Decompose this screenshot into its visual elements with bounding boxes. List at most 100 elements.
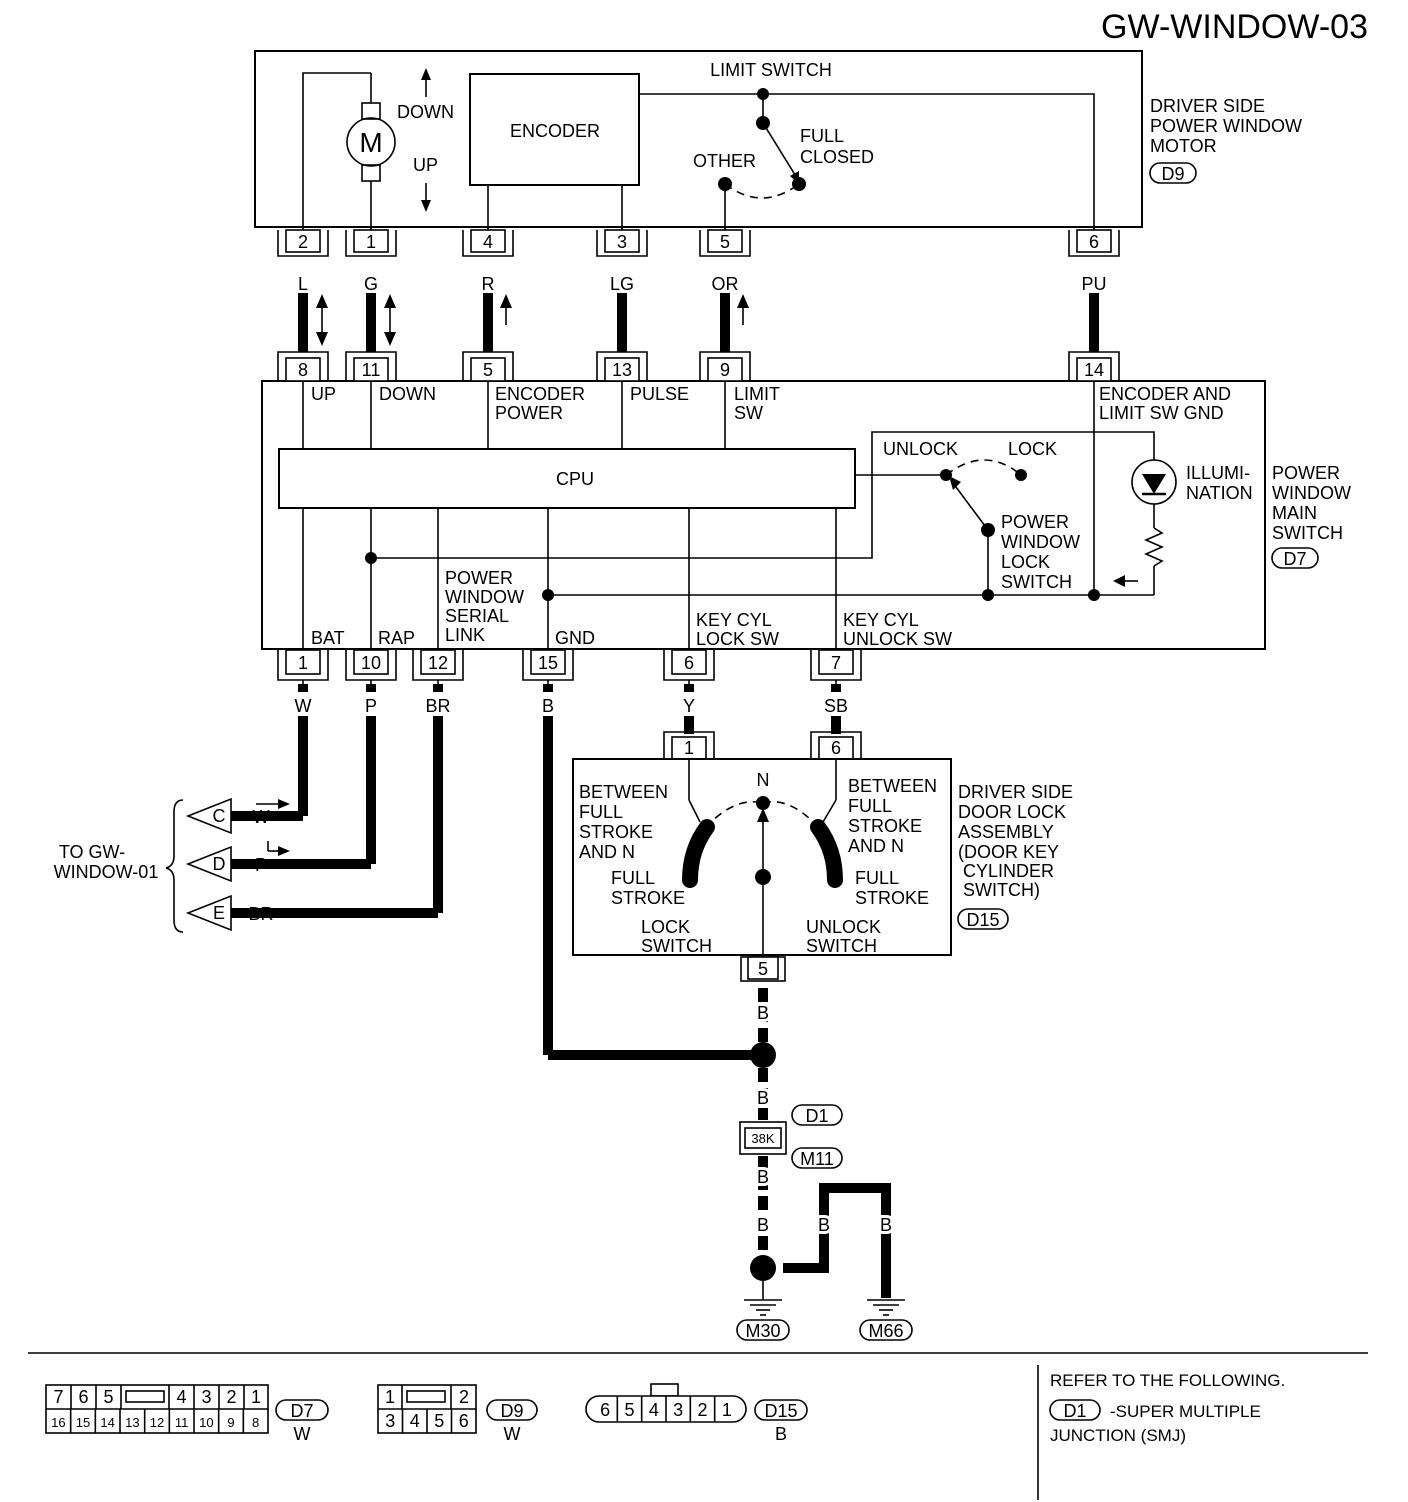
ground-wire-b-1: B (757, 1003, 769, 1023)
motor-up-label: UP (413, 155, 438, 175)
cpu-label: CPU (556, 469, 594, 489)
motor-harness (298, 293, 1099, 352)
connector-letter: C (213, 806, 226, 826)
legend-d7-color: W (294, 1424, 311, 1444)
key-lock-label-1: KEY CYL (696, 610, 772, 630)
door-lock-box (572, 758, 952, 956)
door-name-6: SWITCH) (963, 880, 1040, 900)
limit-sw-label-1: LIMIT (734, 384, 780, 404)
ground-wire-b-4: B (757, 1215, 769, 1235)
legend-d7-pin: 12 (150, 1415, 164, 1430)
legend-d15-pin: 2 (697, 1400, 707, 1420)
motor-wire-color: G (364, 274, 378, 294)
switch-wire-color: Y (683, 696, 695, 716)
between-left-2: FULL (579, 802, 623, 822)
motor-wire-color: L (298, 274, 308, 294)
switch-top-pin: 14 (1084, 360, 1104, 380)
bat-label: BAT (311, 628, 345, 648)
switch-top-pin: 5 (483, 360, 493, 380)
motor-wire-color: LG (610, 274, 634, 294)
encoder-power-label-1: ENCODER (495, 384, 585, 404)
legend-d7-pin: 6 (78, 1387, 88, 1407)
bidirectional-arrow-icon (384, 294, 396, 346)
ground-icon (744, 1299, 782, 1316)
ground-m30: M30 (745, 1321, 780, 1341)
legend-d9-pin: 2 (459, 1387, 469, 1407)
full-stroke-right-1: FULL (855, 868, 899, 888)
ground-wire-b-5: B (818, 1215, 830, 1235)
legend-d7-pin: 11 (175, 1415, 189, 1430)
door-name-5: CYLINDER (963, 861, 1054, 881)
legend-d7-pin: 15 (76, 1415, 90, 1430)
encoder-gnd-label-2: LIMIT SW GND (1099, 403, 1224, 423)
legend-d9-pin: 4 (410, 1411, 420, 1431)
switch-top-pin: 8 (298, 360, 308, 380)
switch-bottom-pin: 1 (298, 653, 308, 673)
refer-label: REFER TO THE FOLLOWING. (1050, 1371, 1285, 1390)
door-code: D15 (966, 910, 999, 930)
switch-top-pin: 9 (720, 360, 730, 380)
legend-d7-pin: 16 (51, 1415, 65, 1430)
motor-pin: 1 (345, 229, 397, 257)
motor-pin-label: 3 (617, 232, 627, 252)
limit-sw-label-2: SW (734, 403, 763, 423)
motor-pin-label: 1 (366, 232, 376, 252)
motor-code-badge (1149, 162, 1197, 184)
ground-m66: M66 (868, 1321, 903, 1341)
door-top-pin: 6 (831, 738, 841, 758)
motor-wire-color: OR (712, 274, 739, 294)
key-lock-label-2: LOCK SW (696, 629, 779, 649)
between-left-3: STROKE (579, 822, 653, 842)
legend-d9-code: D9 (500, 1401, 523, 1421)
door-top-pin: 1 (684, 738, 694, 758)
switch-bottom-pin: 7 (831, 653, 841, 673)
switch-wire-color: P (365, 696, 377, 716)
motor-code: D9 (1161, 164, 1184, 184)
door-code-badge (957, 908, 1009, 930)
legend-d9-color: W (504, 1424, 521, 1444)
pwl-label-4: SWITCH (1001, 572, 1072, 592)
switch-bottom-pin: 15 (538, 653, 558, 673)
gnd-label: GND (555, 628, 595, 648)
unlock-label: UNLOCK (883, 439, 958, 459)
smj-label-2: JUNCTION (SMJ) (1050, 1426, 1186, 1445)
full-stroke-left-2: STROKE (611, 888, 685, 908)
legend-d7-pin: 8 (252, 1415, 259, 1430)
diagram-title: GW-WINDOW-03 (1101, 8, 1368, 46)
legend-d7-pin: 3 (201, 1387, 211, 1407)
smj-code: D1 (1063, 1401, 1086, 1421)
door-name-1: DRIVER SIDE (958, 782, 1073, 802)
motor-pin-label: 6 (1089, 232, 1099, 252)
serial-label-4: LINK (445, 625, 485, 645)
up-arrow-icon (737, 294, 749, 325)
lock-switch-label-2: SWITCH (641, 936, 712, 956)
lock-contact (682, 819, 715, 888)
between-right-2: FULL (848, 796, 892, 816)
legend-d15-pin: 1 (722, 1400, 732, 1420)
between-left-1: BETWEEN (579, 782, 668, 802)
switch-name-1: POWER (1272, 463, 1340, 483)
motor-pin: 4 (462, 229, 514, 257)
switch-top-pin: 13 (612, 360, 632, 380)
resistor-icon (1144, 527, 1164, 567)
motor-brush-top (361, 102, 381, 120)
switch-name-4: SWITCH (1272, 523, 1343, 543)
switch-wire-color: B (542, 696, 554, 716)
joint-value: 38K (751, 1131, 774, 1146)
unlock-contact (810, 819, 843, 888)
legend-d7-pin: 1 (251, 1387, 261, 1407)
switch-bottom-pin: 10 (361, 653, 381, 673)
legend-d7-pin: 13 (125, 1415, 139, 1430)
closed-label: CLOSED (800, 147, 874, 167)
pwl-label-3: LOCK (1001, 552, 1050, 572)
legend-d7-pin: 7 (53, 1387, 63, 1407)
full-label: FULL (800, 126, 844, 146)
switch-bottom-pin: 12 (428, 653, 448, 673)
legend-d7-code: D7 (290, 1401, 313, 1421)
